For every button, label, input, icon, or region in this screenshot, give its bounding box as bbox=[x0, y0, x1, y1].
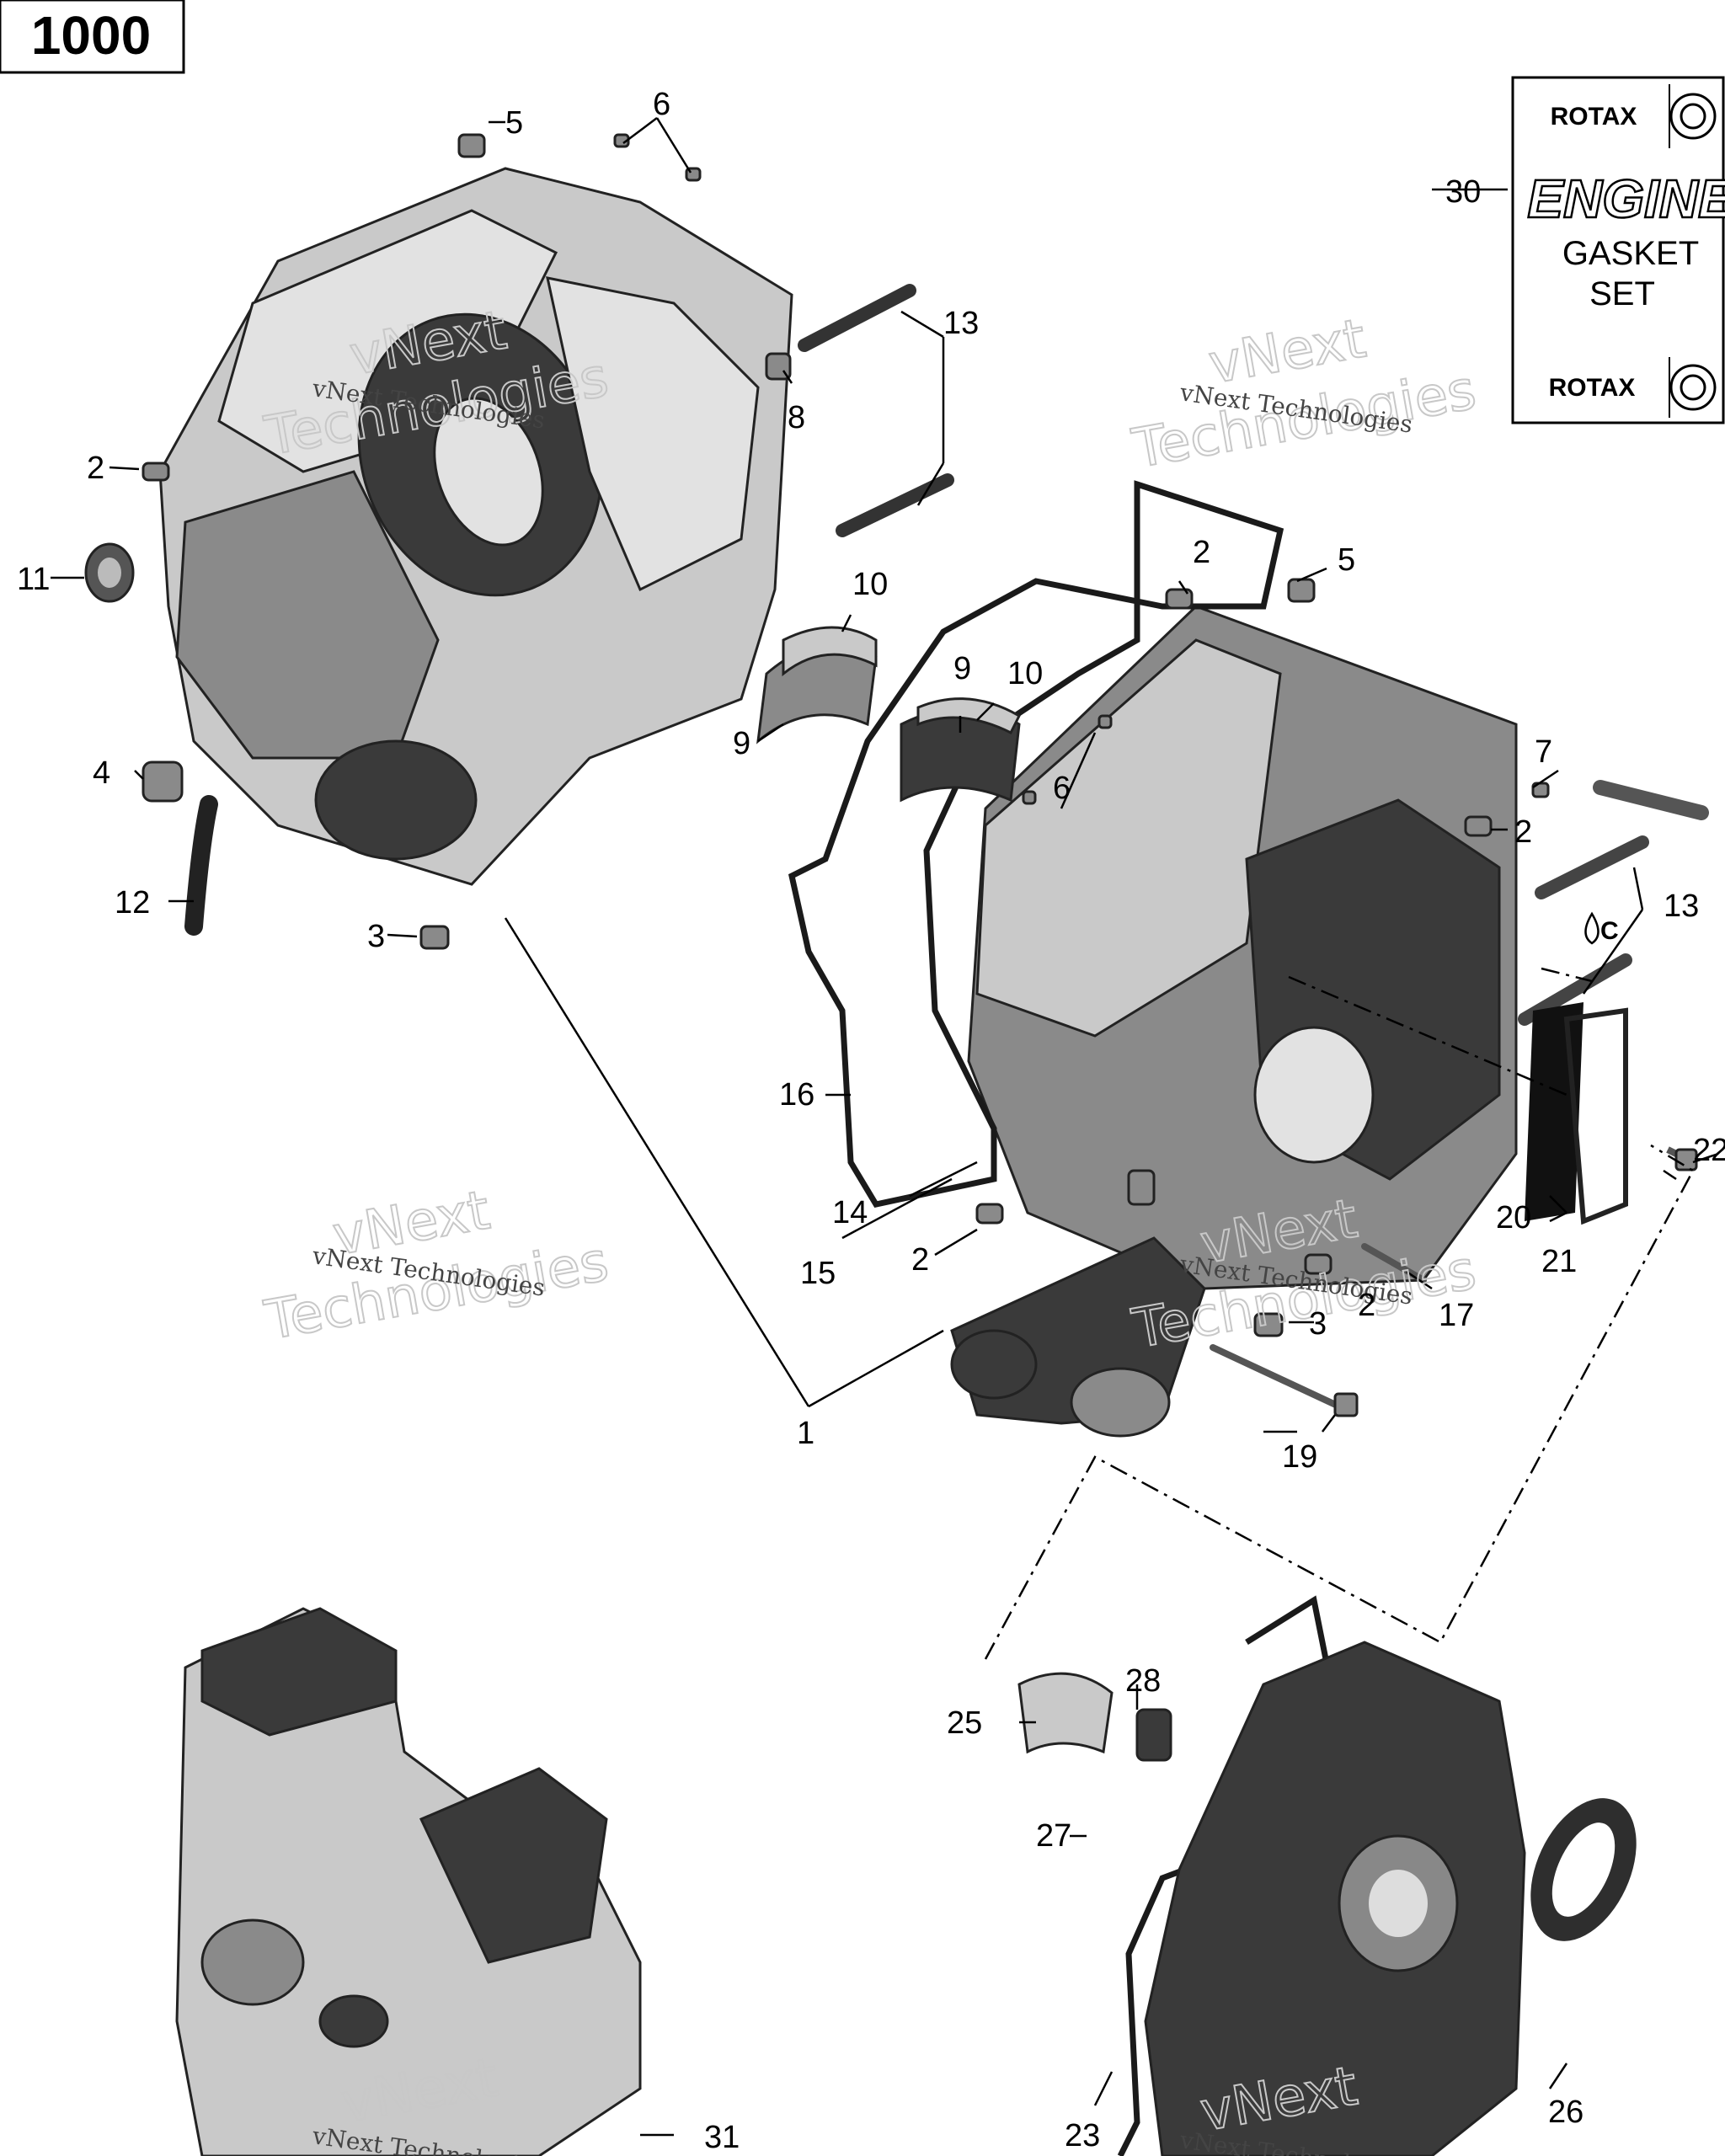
callout-10-left: 10 bbox=[852, 567, 888, 602]
oil-drop-icon: C bbox=[1584, 911, 1619, 945]
watermark-top-right: vNext Technologies vNext Technologies bbox=[1127, 307, 1482, 482]
callout-4: 4 bbox=[93, 755, 110, 791]
dowel-pins bbox=[142, 133, 1550, 1337]
svg-text:C: C bbox=[1600, 917, 1619, 945]
leader-lines bbox=[51, 117, 1719, 2137]
alignment-line-inner bbox=[1288, 975, 1567, 1097]
callout-9-left: 9 bbox=[733, 726, 750, 761]
callout-labels: 5 6 13 8 2 11 10 9 9 10 6 4 12 3 2 5 7 2… bbox=[17, 87, 1725, 2155]
callout-11: 11 bbox=[17, 562, 50, 597]
callout-20: 20 bbox=[1496, 1200, 1531, 1235]
crankcase-pto-half bbox=[950, 605, 1518, 1438]
gasket-set-badge: ROTAX ENGINE GASKET SET ROTAX bbox=[1511, 76, 1725, 424]
callout-3-left: 3 bbox=[367, 919, 385, 954]
callout-9-right: 9 bbox=[953, 651, 971, 686]
page-number-box: 1000 bbox=[0, 0, 185, 74]
callout-6-top: 6 bbox=[653, 87, 670, 122]
bearing-25 bbox=[1017, 1672, 1114, 1754]
callout-2-lower-middle: 2 bbox=[911, 1242, 929, 1278]
crankcase-mag-half bbox=[158, 167, 793, 886]
badge-brand-top: ROTAX bbox=[1551, 103, 1637, 131]
callout-23: 23 bbox=[1065, 2118, 1100, 2153]
callout-30: 30 bbox=[1445, 174, 1481, 210]
badge-brand-bottom: ROTAX bbox=[1549, 374, 1636, 402]
page-number: 1000 bbox=[31, 5, 151, 66]
callout-19: 19 bbox=[1282, 1439, 1317, 1475]
badge-title: ENGINE bbox=[1527, 168, 1725, 229]
callout-17: 17 bbox=[1439, 1298, 1474, 1333]
callout-26: 26 bbox=[1548, 2095, 1583, 2130]
cover-plate-gasket bbox=[1525, 1002, 1628, 1225]
callout-13-right: 13 bbox=[1664, 889, 1699, 924]
badge-subtitle-1: GASKET bbox=[1562, 235, 1699, 272]
callout-21: 21 bbox=[1541, 1244, 1577, 1279]
callout-5-right: 5 bbox=[1338, 542, 1355, 578]
rotax-logo-icon-bottom bbox=[1669, 364, 1717, 411]
stud-upper-pair bbox=[798, 284, 954, 537]
callout-27: 27 bbox=[1036, 1818, 1071, 1854]
callout-2-lower-right: 2 bbox=[1358, 1288, 1375, 1323]
callout-1: 1 bbox=[797, 1416, 814, 1451]
bearing-left bbox=[756, 626, 878, 744]
callout-28: 28 bbox=[1125, 1663, 1161, 1699]
bearing-right bbox=[900, 697, 1021, 803]
watermark-middle-left: vNext Technologies vNext Technologies bbox=[259, 1178, 614, 1353]
callout-16: 16 bbox=[779, 1077, 814, 1113]
callout-2-right: 2 bbox=[1514, 814, 1532, 850]
callout-31: 31 bbox=[704, 2120, 740, 2155]
badge-subtitle-2: SET bbox=[1589, 275, 1655, 312]
callout-14: 14 bbox=[832, 1195, 868, 1230]
callout-12: 12 bbox=[115, 885, 150, 921]
callout-6-middle: 6 bbox=[1053, 771, 1071, 806]
magneto-cover bbox=[1117, 1595, 1526, 2156]
breather-hose bbox=[184, 795, 218, 936]
callout-15: 15 bbox=[800, 1256, 836, 1291]
callout-2-left: 2 bbox=[87, 451, 104, 486]
complete-engine bbox=[175, 1607, 642, 2156]
bolts bbox=[1127, 1146, 1698, 1762]
alignment-line-outer bbox=[984, 1144, 1695, 1660]
rotax-logo-icon bbox=[1669, 93, 1717, 140]
callout-7: 7 bbox=[1535, 734, 1552, 770]
callout-22: 22 bbox=[1693, 1133, 1725, 1168]
callout-10-right: 10 bbox=[1007, 656, 1043, 691]
callout-5-top-left: 5 bbox=[505, 105, 523, 141]
callout-13-top: 13 bbox=[943, 306, 979, 341]
callout-3-right: 3 bbox=[1309, 1306, 1327, 1342]
oil-seal-26 bbox=[1530, 1798, 1637, 1941]
callout-25: 25 bbox=[947, 1705, 982, 1741]
alignment-line-right bbox=[1541, 967, 1593, 983]
callout-2-top-middle: 2 bbox=[1193, 535, 1210, 570]
callout-8: 8 bbox=[788, 400, 805, 435]
oil-seal-11 bbox=[84, 542, 135, 603]
